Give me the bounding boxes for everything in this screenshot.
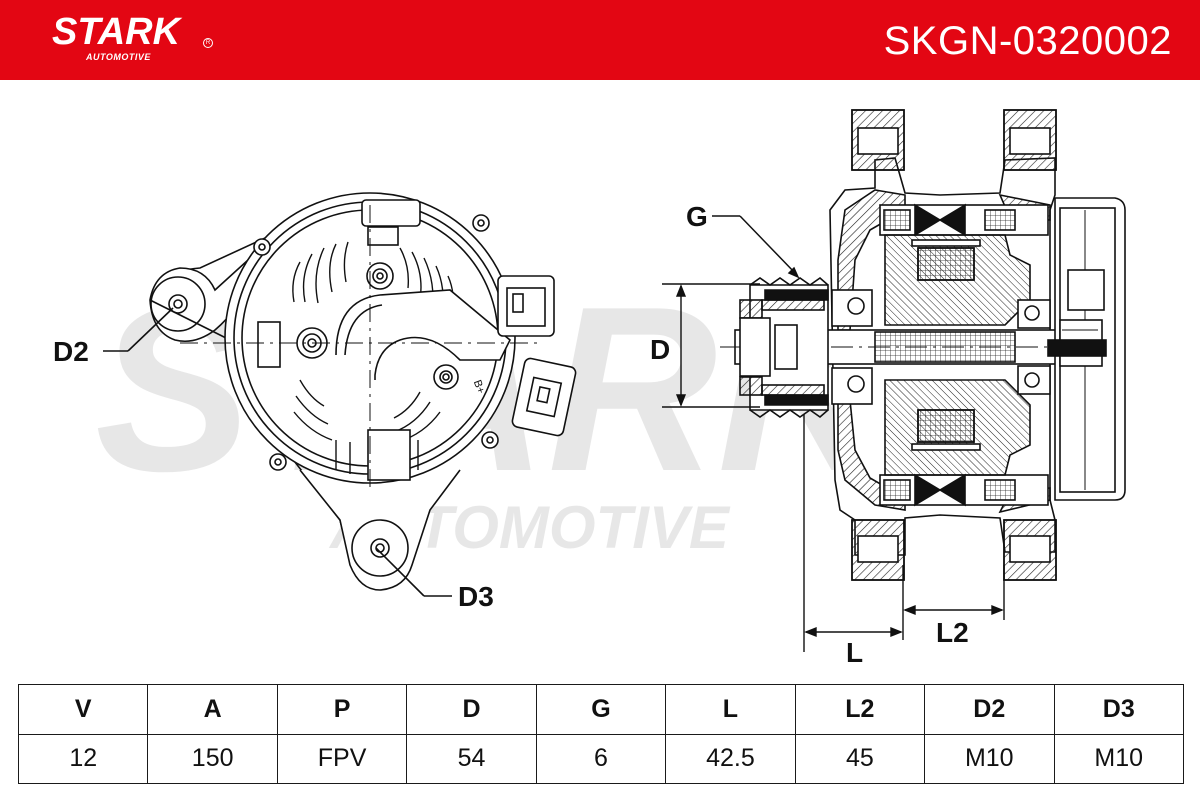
l-dimensions xyxy=(803,414,1005,652)
registered-mark: R xyxy=(203,38,213,48)
spec-header-l2: L2 xyxy=(794,684,926,735)
g-leader xyxy=(712,215,800,279)
spec-value-d: 54 xyxy=(406,733,537,784)
alternator-cross-section xyxy=(720,109,1126,581)
spec-header-d3: D3 xyxy=(1053,684,1184,735)
alternator-rear-view xyxy=(149,192,577,591)
specs-value-row: 12 150 FPV 54 6 42.5 45 M10 M10 xyxy=(17,733,1184,784)
d-dimension xyxy=(662,283,760,408)
spec-value-d3: M10 xyxy=(1053,733,1184,784)
d3-leader xyxy=(375,547,452,597)
label-d3: D3 xyxy=(458,581,494,612)
spec-value-d2: M10 xyxy=(924,733,1055,784)
spec-header-v: V xyxy=(17,684,149,735)
spec-header-g: G xyxy=(535,684,667,735)
spec-value-l2: 45 xyxy=(794,733,926,784)
terminal-label: B+ xyxy=(471,378,487,395)
label-l: L xyxy=(846,637,863,668)
spec-value-a: 150 xyxy=(147,733,278,784)
label-g: G xyxy=(686,201,708,232)
label-d: D xyxy=(650,334,670,365)
spec-header-l: L xyxy=(665,684,796,735)
spec-header-d: D xyxy=(406,684,537,735)
part-number: SKGN-0320002 xyxy=(883,19,1172,63)
d2-leader xyxy=(103,307,174,352)
spec-value-g: 6 xyxy=(535,733,667,784)
spec-value-p: FPV xyxy=(276,733,408,784)
spec-header-d2: D2 xyxy=(924,684,1055,735)
logo-wordmark: STARK xyxy=(52,11,181,53)
stark-logo: STARK R AUTOMOTIVE xyxy=(52,10,213,64)
label-d2: D2 xyxy=(53,336,89,367)
spec-value-v: 12 xyxy=(17,733,149,784)
technical-drawing: STARK AUTOMOTIVE xyxy=(53,109,1126,668)
specs-table: V A P D G L L2 D2 D3 12 150 FPV 54 6 42.… xyxy=(17,684,1184,784)
header-bar: STARK R AUTOMOTIVE SKGN-0320002 xyxy=(0,0,1200,80)
logo-subtitle: AUTOMOTIVE xyxy=(86,52,151,62)
label-l2: L2 xyxy=(936,617,969,648)
spec-value-l: 42.5 xyxy=(665,733,796,784)
spec-header-a: A xyxy=(147,684,278,735)
specs-header-row: V A P D G L L2 D2 D3 xyxy=(17,684,1184,735)
spec-header-p: P xyxy=(276,684,408,735)
